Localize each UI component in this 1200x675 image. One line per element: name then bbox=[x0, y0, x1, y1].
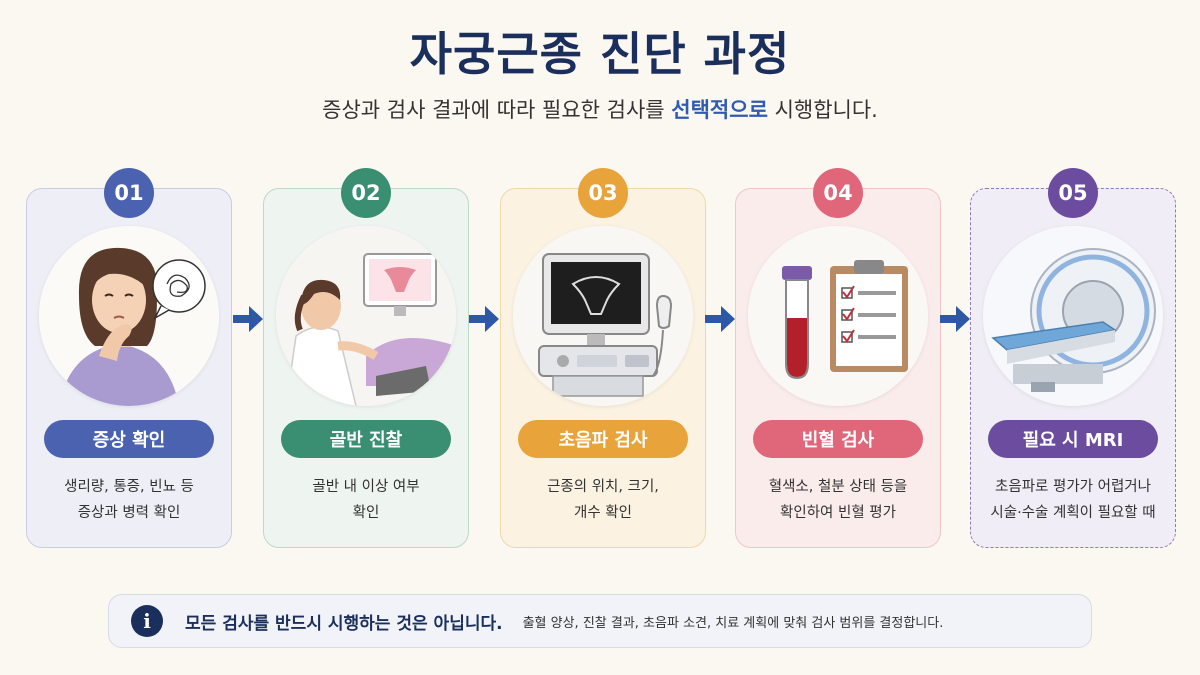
pelvic-exam-icon bbox=[276, 226, 456, 406]
step-description: 골반 내 이상 여부 확인 bbox=[267, 474, 465, 526]
subtitle-text: 증상과 검사 결과에 따라 필요한 검사를 bbox=[322, 98, 672, 122]
step-label-pill: 필요 시 MRI bbox=[988, 420, 1158, 458]
mri-scanner-icon bbox=[983, 226, 1163, 406]
step-number-badge: 02 bbox=[341, 168, 391, 218]
subtitle-text-end: 시행합니다. bbox=[767, 98, 878, 122]
arrow-right-icon bbox=[705, 306, 735, 332]
step-5: 05 필요 시 MRI 초음파로 평가가 어렵거나 시술·수술 계획이 필요할 … bbox=[970, 168, 1176, 548]
step-label-pill: 증상 확인 bbox=[44, 420, 214, 458]
step-desc-line: 혈색소, 철분 상태 등을 bbox=[768, 479, 908, 495]
step-desc-line: 시술·수술 계획이 필요할 때 bbox=[990, 505, 1156, 521]
page-subtitle: 증상과 검사 결과에 따라 필요한 검사를 선택적으로 시행합니다. bbox=[0, 94, 1200, 124]
step-number-badge: 01 bbox=[104, 168, 154, 218]
arrow-right-icon bbox=[469, 306, 499, 332]
info-icon: i bbox=[131, 605, 163, 637]
arrow-right-icon bbox=[940, 306, 970, 332]
step-desc-line: 근종의 위치, 크기, bbox=[547, 479, 659, 495]
step-desc-line: 초음파로 평가가 어렵거나 bbox=[995, 479, 1151, 495]
blood-test-icon bbox=[748, 226, 928, 406]
step-desc-line: 증상과 병력 확인 bbox=[77, 505, 181, 521]
info-sub-text: 출혈 양상, 진찰 결과, 초음파 소견, 치료 계획에 맞춰 검사 범위를 결… bbox=[522, 615, 944, 631]
step-description: 초음파로 평가가 어렵거나 시술·수술 계획이 필요할 때 bbox=[974, 474, 1172, 526]
info-main-text: 모든 검사를 반드시 시행하는 것은 아닙니다. bbox=[185, 613, 503, 634]
step-number-badge: 05 bbox=[1048, 168, 1098, 218]
ultrasound-machine-icon bbox=[513, 226, 693, 406]
step-description: 혈색소, 철분 상태 등을 확인하여 빈혈 평가 bbox=[739, 474, 937, 526]
step-number-badge: 03 bbox=[578, 168, 628, 218]
step-desc-line: 확인하여 빈혈 평가 bbox=[780, 505, 896, 521]
step-number-badge: 04 bbox=[813, 168, 863, 218]
step-label-pill: 빈혈 검사 bbox=[753, 420, 923, 458]
step-2: 02 골반 진찰 골반 내 이상 여부 확인 bbox=[263, 168, 469, 548]
step-4: 04 빈혈 검사 혈색소, 철분 상태 등을 확인하여 빈혈 평가 bbox=[735, 168, 941, 548]
info-banner: i 모든 검사를 반드시 시행하는 것은 아닙니다. 출혈 양상, 진찰 결과,… bbox=[108, 594, 1092, 648]
step-1: 01 증상 확인 생리량, 통증, 빈뇨 등 증상과 병력 확인 bbox=[26, 168, 232, 548]
step-desc-line: 생리량, 통증, 빈뇨 등 bbox=[64, 479, 194, 495]
arrow-right-icon bbox=[233, 306, 263, 332]
step-description: 생리량, 통증, 빈뇨 등 증상과 병력 확인 bbox=[30, 474, 228, 526]
step-desc-line: 골반 내 이상 여부 bbox=[312, 479, 420, 495]
step-desc-line: 개수 확인 bbox=[574, 505, 632, 521]
step-label-pill: 초음파 검사 bbox=[518, 420, 688, 458]
subtitle-highlight: 선택적으로 bbox=[671, 98, 768, 122]
step-description: 근종의 위치, 크기, 개수 확인 bbox=[504, 474, 702, 526]
step-desc-line: 확인 bbox=[352, 505, 380, 521]
step-label-pill: 골반 진찰 bbox=[281, 420, 451, 458]
page-title: 자궁근종 진단 과정 bbox=[409, 27, 791, 81]
step-3: 03 초음파 검사 근종의 위치, 크기, 개수 확인 bbox=[500, 168, 706, 548]
worried-woman-icon bbox=[39, 226, 219, 406]
